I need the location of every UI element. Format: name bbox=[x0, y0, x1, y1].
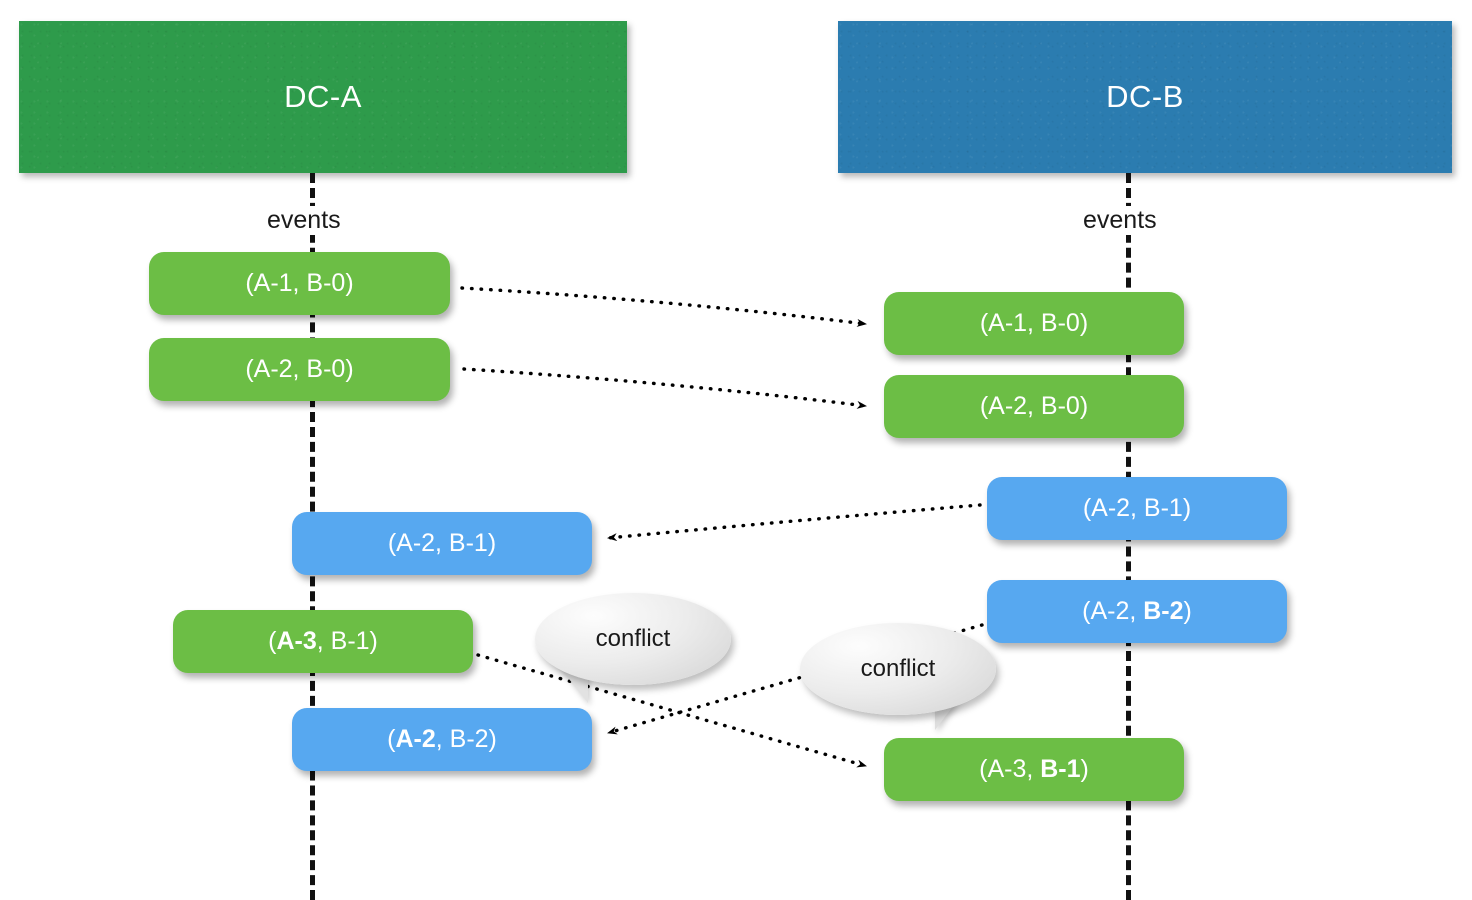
event-pill-a-evt-5[interactable]: (A-2, B-2) bbox=[292, 708, 592, 771]
dc-a-header: DC-A bbox=[19, 21, 627, 173]
event-pill-a-evt-4[interactable]: (A-3, B-1) bbox=[173, 610, 473, 673]
conflict-bubble-right: conflict bbox=[800, 623, 996, 715]
event-pill-a-evt-1[interactable]: (A-1, B-0) bbox=[149, 252, 450, 315]
dc-b-title: DC-B bbox=[1106, 79, 1184, 114]
event-pill-b-evt-5[interactable]: (A-3, B-1) bbox=[884, 738, 1184, 801]
events-label-dc-a: events bbox=[258, 206, 350, 235]
event-pill-b-evt-1[interactable]: (A-1, B-0) bbox=[884, 292, 1184, 355]
event-label: (A-1, B-0) bbox=[245, 269, 354, 297]
conflict-bubble-left-label: conflict bbox=[595, 625, 671, 652]
event-label: (A-1, B-0) bbox=[979, 309, 1089, 337]
connector-a1-to-b1 bbox=[460, 286, 868, 327]
conflict-bubble-right-label: conflict bbox=[860, 655, 936, 682]
event-pill-a-evt-3[interactable]: (A-2, B-1) bbox=[292, 512, 592, 575]
conflict-bubble-left: conflict bbox=[535, 593, 731, 685]
event-pill-b-evt-4[interactable]: (A-2, B-2) bbox=[987, 580, 1287, 643]
event-pill-b-evt-3[interactable]: (A-2, B-1) bbox=[987, 477, 1287, 540]
dc-b-header: DC-B bbox=[838, 21, 1452, 173]
event-label: (A-3, B-1) bbox=[979, 755, 1089, 783]
events-label-dc-b: events bbox=[1074, 206, 1166, 235]
event-label: (A-2, B-2) bbox=[1082, 597, 1192, 625]
event-label: (A-2, B-1) bbox=[1082, 494, 1192, 522]
connector-b3-to-a3 bbox=[606, 503, 982, 542]
event-pill-a-evt-2[interactable]: (A-2, B-0) bbox=[149, 338, 450, 401]
event-label: (A-3, B-1) bbox=[268, 627, 378, 655]
event-label: (A-2, B-2) bbox=[387, 725, 497, 753]
connector-a2-to-b2 bbox=[462, 367, 868, 409]
event-label: (A-2, B-0) bbox=[245, 355, 354, 383]
event-label: (A-2, B-0) bbox=[979, 392, 1089, 420]
event-label: (A-2, B-1) bbox=[387, 529, 497, 557]
event-pill-b-evt-2[interactable]: (A-2, B-0) bbox=[884, 375, 1184, 438]
dc-a-title: DC-A bbox=[284, 79, 362, 114]
